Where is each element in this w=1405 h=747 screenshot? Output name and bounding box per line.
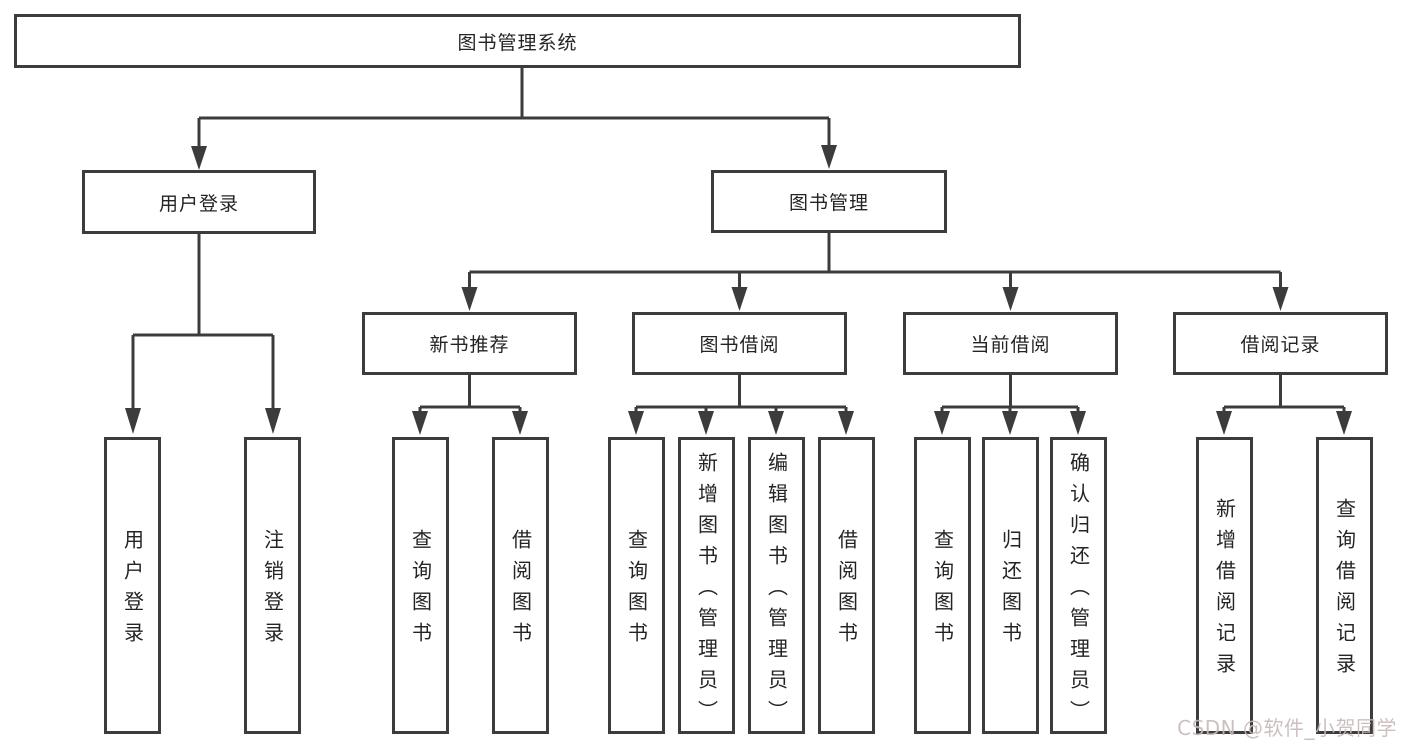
leaf-add-borrow-record: 新增借阅记录 xyxy=(1196,437,1253,734)
leaf-borrow-books-recommend: 借阅图书 xyxy=(492,437,549,734)
node-current-borrow: 当前借阅 xyxy=(903,312,1118,375)
leaf-return-books: 归还图书 xyxy=(982,437,1039,734)
leaf-query-books-recommend: 查询图书 xyxy=(392,437,449,734)
leaf-borrow-books: 借阅图书 xyxy=(818,437,875,734)
leaf-query-books-borrow: 查询图书 xyxy=(608,437,665,734)
node-book-borrow: 图书借阅 xyxy=(632,312,847,375)
leaf-logout: 注销登录 xyxy=(244,437,301,734)
leaf-add-books-admin: 新增图书（管理员） xyxy=(678,437,735,734)
leaf-user-login: 用户登录 xyxy=(104,437,161,734)
node-new-book-recommend: 新书推荐 xyxy=(362,312,577,375)
leaf-query-books-current: 查询图书 xyxy=(914,437,971,734)
leaf-confirm-return-admin: 确认归还（管理员） xyxy=(1050,437,1107,734)
node-book-management: 图书管理 xyxy=(711,170,947,233)
node-root-library-management-system: 图书管理系统 xyxy=(14,14,1021,68)
leaf-edit-books-admin: 编辑图书（管理员） xyxy=(748,437,805,734)
csdn-watermark: CSDN @软件_小贺同学 xyxy=(1177,716,1397,740)
node-borrow-records: 借阅记录 xyxy=(1173,312,1388,375)
leaf-query-borrow-record: 查询借阅记录 xyxy=(1316,437,1373,734)
node-user-login: 用户登录 xyxy=(82,170,316,234)
